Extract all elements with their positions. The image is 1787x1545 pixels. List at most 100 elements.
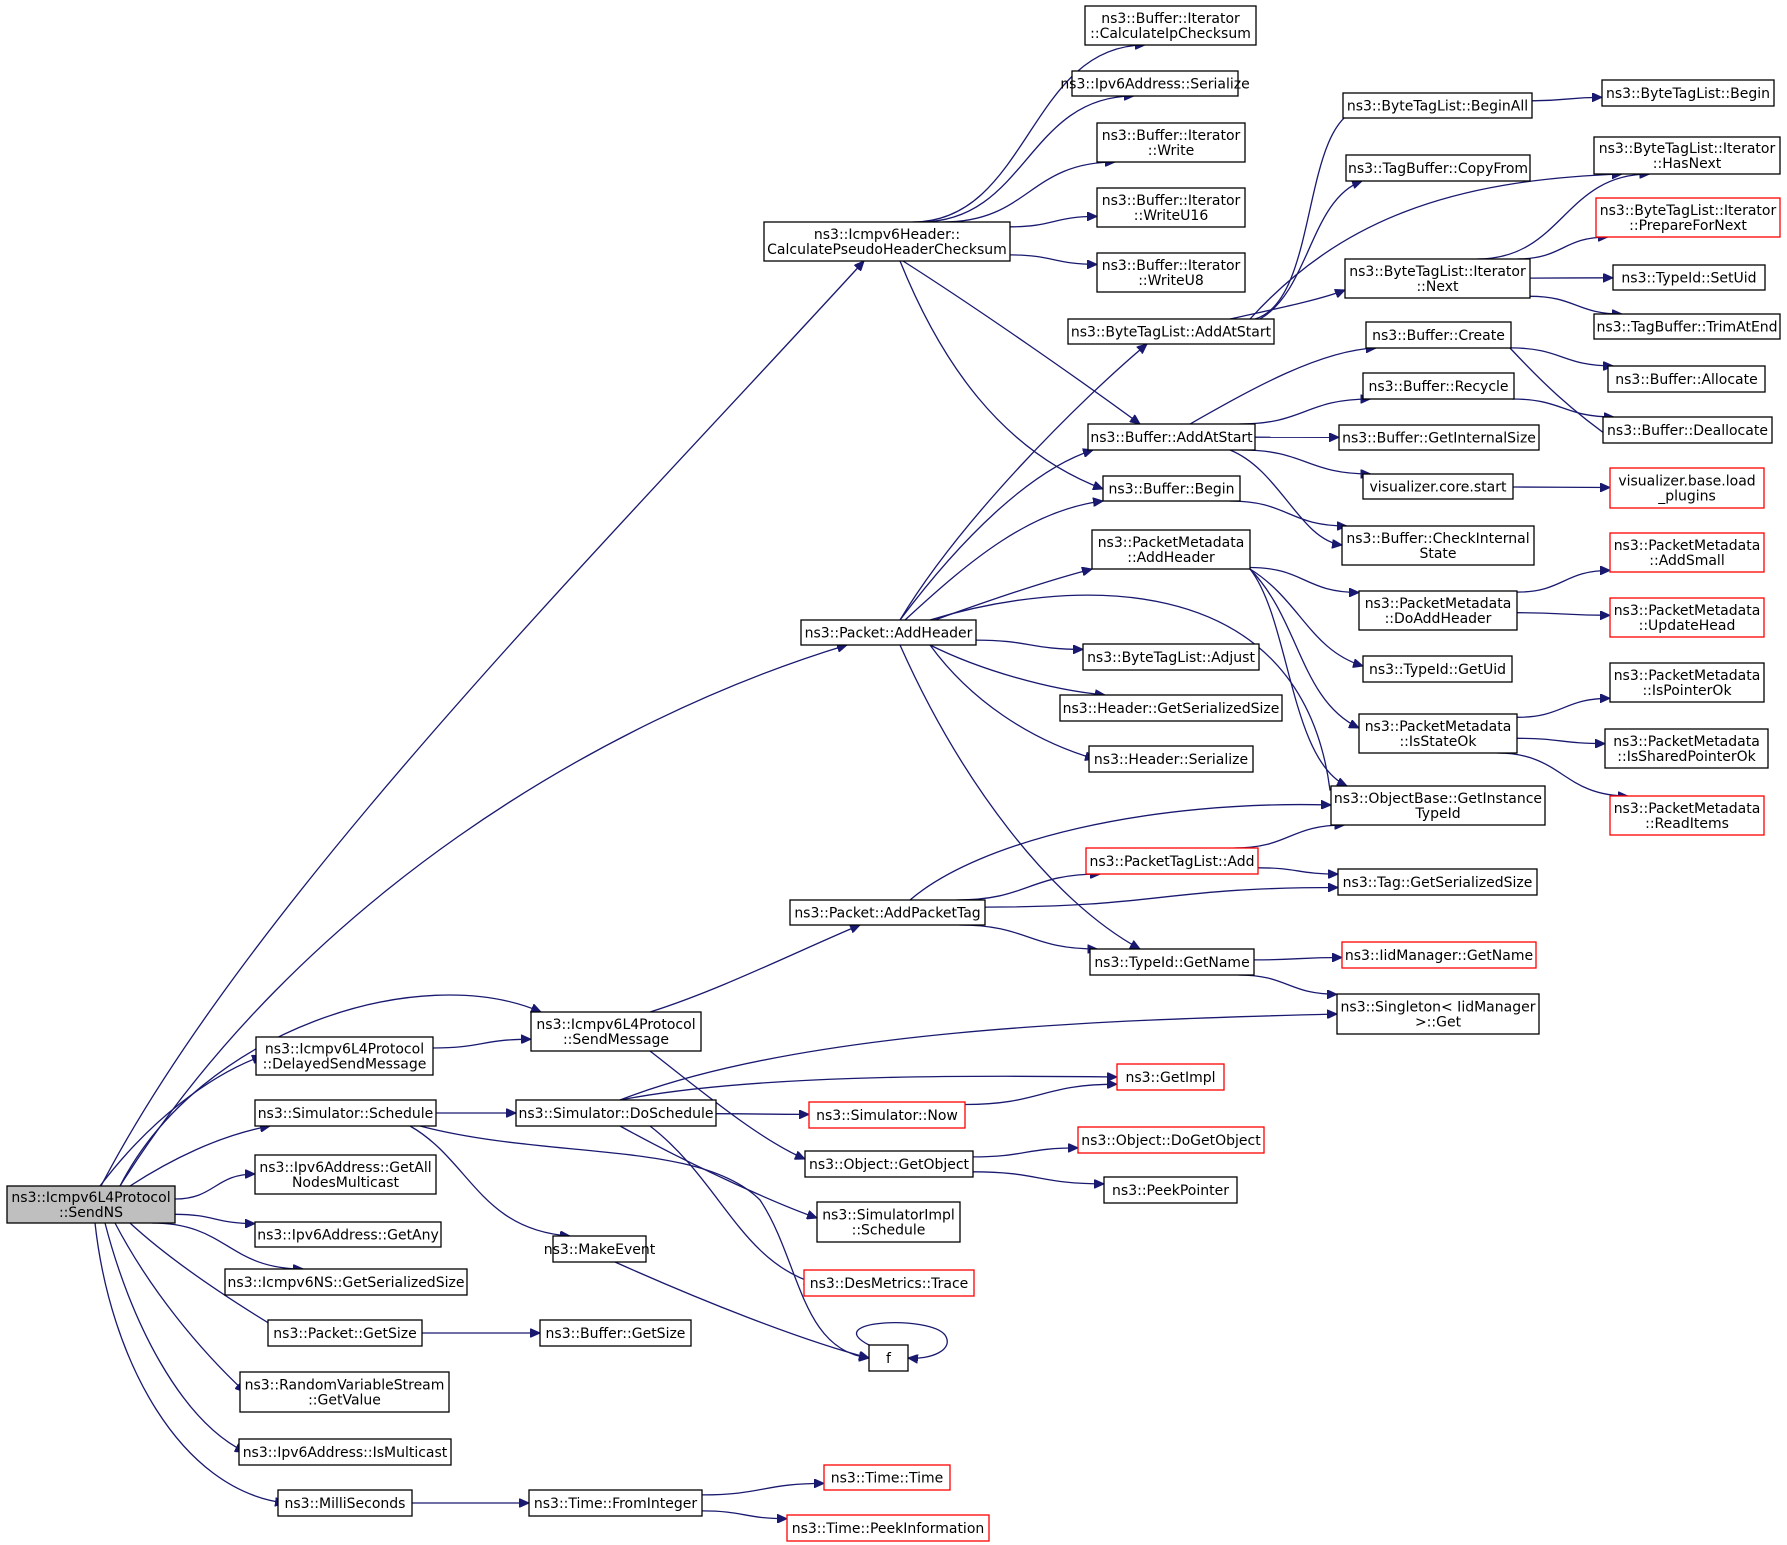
node-time-peekinfo[interactable]: ns3::Time::PeekInformation — [786, 1514, 990, 1542]
node-pkt-getsize[interactable]: ns3::Packet::GetSize — [267, 1319, 423, 1347]
node-bi-w16[interactable]: ns3::Buffer::Iterator::WriteU16 — [1096, 187, 1246, 228]
node-time-fromint[interactable]: ns3::Time::FromInteger — [528, 1489, 703, 1517]
node-box[interactable] — [803, 1269, 975, 1297]
node-tag-getser[interactable]: ns3::Tag::GetSerializedSize — [1337, 868, 1538, 896]
node-box[interactable] — [539, 1319, 692, 1347]
node-box[interactable] — [1096, 252, 1246, 293]
node-box[interactable] — [816, 1201, 961, 1243]
node-box[interactable] — [808, 1101, 966, 1129]
node-buf-getint[interactable]: ns3::Buffer::GetInternalSize — [1338, 424, 1540, 451]
node-box[interactable] — [804, 1150, 974, 1178]
node-box[interactable] — [267, 1319, 423, 1347]
node-bi-calcip[interactable]: ns3::Buffer::Iterator::CalculateIpChecks… — [1084, 5, 1257, 46]
node-box[interactable] — [552, 1235, 647, 1263]
node-btl-begin[interactable]: ns3::ByteTagList::Begin — [1601, 79, 1775, 107]
node-box[interactable] — [239, 1371, 450, 1413]
node-hdr-ser[interactable]: ns3::Header::Serialize — [1088, 745, 1254, 773]
node-box[interactable] — [1088, 745, 1254, 773]
node-simimpl-sched[interactable]: ns3::SimulatorImpl::Schedule — [816, 1201, 961, 1243]
node-box[interactable] — [1345, 154, 1531, 182]
node-box[interactable] — [224, 1268, 468, 1296]
node-box[interactable] — [1595, 197, 1781, 238]
node-box[interactable] — [254, 1221, 442, 1248]
node-box[interactable] — [1337, 868, 1538, 896]
node-tid-getname[interactable]: ns3::TypeId::GetName — [1089, 948, 1255, 976]
node-sendns[interactable]: ns3::Icmpv6L4Protocol::SendNS — [6, 1185, 176, 1224]
node-bi-w8[interactable]: ns3::Buffer::Iterator::WriteU8 — [1096, 252, 1246, 293]
node-rvs-getvalue[interactable]: ns3::RandomVariableStream::GetValue — [239, 1371, 450, 1413]
node-iid-getname[interactable]: ns3::IidManager::GetName — [1341, 941, 1537, 969]
node-box[interactable] — [1604, 728, 1769, 769]
node-box[interactable] — [1593, 136, 1781, 175]
node-box[interactable] — [1085, 847, 1259, 875]
node-desm-trace[interactable]: ns3::DesMetrics::Trace — [803, 1269, 975, 1297]
node-pkt-addtag[interactable]: ns3::Packet::AddPacketTag — [789, 899, 986, 926]
node-makeevent[interactable]: ns3::MakeEvent — [544, 1235, 656, 1263]
node-pm-sharedok[interactable]: ns3::PacketMetadata::IsSharedPointerOk — [1604, 728, 1769, 769]
node-tid-getuid[interactable]: ns3::TypeId::GetUid — [1362, 655, 1513, 683]
node-box[interactable] — [1341, 941, 1537, 969]
node-box[interactable] — [868, 1344, 909, 1372]
node-box[interactable] — [1087, 423, 1256, 451]
node-box[interactable] — [1365, 321, 1512, 349]
node-box[interactable] — [1089, 948, 1255, 976]
node-box[interactable] — [1067, 318, 1275, 345]
node-pm-addsmall[interactable]: ns3::PacketMetadata::AddSmall — [1609, 532, 1765, 573]
node-btli-prep[interactable]: ns3::ByteTagList::Iterator::PrepareForNe… — [1595, 197, 1781, 238]
node-buf-begin[interactable]: ns3::Buffer::Begin — [1102, 475, 1241, 502]
node-box[interactable] — [1609, 662, 1765, 703]
node-box[interactable] — [786, 1514, 990, 1542]
node-box[interactable] — [1338, 424, 1540, 451]
node-box[interactable] — [1362, 372, 1515, 400]
node-buf-recycle[interactable]: ns3::Buffer::Recycle — [1362, 372, 1515, 400]
node-sim-dosched[interactable]: ns3::Simulator::DoSchedule — [515, 1099, 717, 1127]
node-tb-copy[interactable]: ns3::TagBuffer::CopyFrom — [1345, 154, 1531, 182]
node-btli-next[interactable]: ns3::ByteTagList::Iterator::Next — [1344, 258, 1531, 299]
node-box[interactable] — [1609, 795, 1765, 836]
node-box[interactable] — [1344, 258, 1531, 299]
node-obj-getobj[interactable]: ns3::Object::GetObject — [804, 1150, 974, 1178]
node-btl-beginall[interactable]: ns3::ByteTagList::BeginAll — [1342, 92, 1533, 119]
node-box[interactable] — [1593, 313, 1781, 340]
node-box[interactable] — [530, 1011, 702, 1052]
node-box[interactable] — [1341, 525, 1535, 566]
node-btl-addatstart[interactable]: ns3::ByteTagList::AddAtStart — [1067, 318, 1275, 345]
node-time-time[interactable]: ns3::Time::Time — [823, 1464, 951, 1491]
node-box[interactable] — [1096, 122, 1246, 163]
node-box[interactable] — [238, 1438, 452, 1466]
node-singleton[interactable]: ns3::Singleton< IidManager>::Get — [1336, 993, 1540, 1035]
node-box[interactable] — [1336, 993, 1540, 1035]
node-ptl-add[interactable]: ns3::PacketTagList::Add — [1085, 847, 1259, 875]
node-pm-readitems[interactable]: ns3::PacketMetadata::ReadItems — [1609, 795, 1765, 836]
node-sim-schedule[interactable]: ns3::Simulator::Schedule — [254, 1099, 437, 1127]
node-viz-start[interactable]: visualizer.core.start — [1362, 473, 1514, 500]
node-box[interactable] — [1609, 532, 1765, 573]
node-viz-load[interactable]: visualizer.base.load_plugins — [1609, 467, 1765, 509]
node-ip6ser[interactable]: ns3::Ipv6Address::Serialize — [1060, 70, 1250, 97]
node-btli-hasnext[interactable]: ns3::ByteTagList::Iterator::HasNext — [1593, 136, 1781, 175]
node-box[interactable] — [1607, 365, 1766, 393]
node-box[interactable] — [1362, 655, 1513, 683]
node-sendmsg[interactable]: ns3::Icmpv6L4Protocol::SendMessage — [530, 1011, 702, 1052]
node-ip6-any[interactable]: ns3::Ipv6Address::GetAny — [254, 1221, 442, 1248]
node-box[interactable] — [789, 899, 986, 926]
node-hdr-getser[interactable]: ns3::Header::GetSerializedSize — [1059, 694, 1283, 722]
node-box[interactable] — [1096, 187, 1246, 228]
node-box[interactable] — [6, 1185, 176, 1224]
node-buf-addatstart[interactable]: ns3::Buffer::AddAtStart — [1087, 423, 1256, 451]
node-delayed[interactable]: ns3::Icmpv6L4Protocol::DelayedSendMessag… — [255, 1036, 434, 1076]
node-ip6-ismc[interactable]: ns3::Ipv6Address::IsMulticast — [238, 1438, 452, 1466]
node-pm-ptrok[interactable]: ns3::PacketMetadata::IsPointerOk — [1609, 662, 1765, 703]
node-sim-now[interactable]: ns3::Simulator::Now — [808, 1101, 966, 1129]
node-box[interactable] — [1342, 92, 1533, 119]
node-box[interactable] — [1330, 785, 1546, 826]
node-buf-dealloc[interactable]: ns3::Buffer::Deallocate — [1602, 416, 1773, 444]
node-pm-stateok[interactable]: ns3::PacketMetadata::IsStateOk — [1358, 713, 1518, 754]
node-btl-adjust[interactable]: ns3::ByteTagList::Adjust — [1082, 643, 1260, 671]
node-box[interactable] — [1059, 694, 1283, 722]
node-box[interactable] — [1103, 1176, 1238, 1204]
node-box[interactable] — [1102, 475, 1241, 502]
node-box[interactable] — [1602, 416, 1773, 444]
